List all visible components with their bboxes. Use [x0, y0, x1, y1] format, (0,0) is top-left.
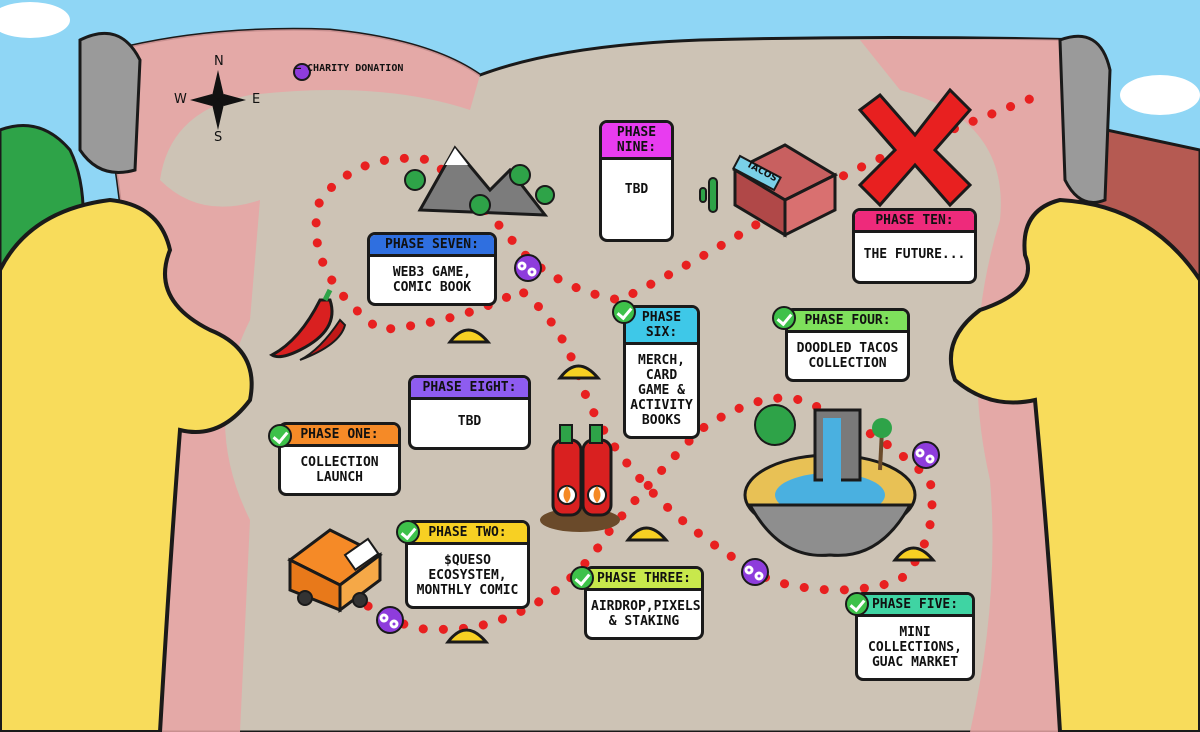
taco-shop-icon: TACOS [731, 143, 839, 238]
compass-south: S [214, 130, 223, 145]
phase-ten-card[interactable]: PHASE TEN: THE FUTURE... [852, 208, 977, 284]
phase-four-card[interactable]: PHASE FOUR: DOODLED TACOS COLLECTION [785, 308, 910, 382]
chili-pepper-icon [269, 288, 347, 361]
phase-six-title: PHASE SIX: [626, 308, 697, 345]
waterfall-island-icon [743, 404, 917, 557]
phase-one-complete-check-icon [268, 424, 292, 448]
phase-two-body: $QUESO ECOSYSTEM, MONTHLY COMIC [416, 553, 519, 598]
phase-five-complete-check-icon [845, 592, 869, 616]
hot-sauce-bottles-icon [540, 424, 620, 532]
phase-ten-title: PHASE TEN: [855, 211, 974, 233]
parchment-stain [860, 39, 1090, 732]
phase-eight-body: TBD [457, 414, 482, 429]
cloud [0, 2, 70, 38]
compass-west: W [174, 92, 187, 107]
charity-donation-icon [379, 261, 935, 629]
phase-nine-title: PHASE NINE: [602, 123, 671, 160]
mountain-icon [404, 145, 555, 217]
phase-six-body: MERCH, CARD GAME & ACTIVITY BOOKS [630, 353, 693, 428]
legend-label: — CHARITY DONATION [295, 63, 404, 74]
hand-right [948, 197, 1200, 732]
phase-one-body: COLLECTION LAUNCH [300, 455, 379, 485]
compass-east: E [252, 92, 261, 107]
phase-two-card[interactable]: PHASE TWO: $QUESO ECOSYSTEM, MONTHLY COM… [405, 520, 530, 609]
cactus-icon [699, 177, 718, 213]
phase-seven-title: PHASE SEVEN: [370, 235, 494, 257]
phase-two-complete-check-icon [396, 520, 420, 544]
scroll-roll-left [78, 31, 142, 174]
hand-left [0, 197, 254, 732]
phase-four-title: PHASE FOUR: [788, 311, 907, 333]
phase-three-body: AIRDROP,PIXELS & STAKING [591, 599, 701, 629]
compass-rose-icon [190, 70, 246, 130]
phase-three-complete-check-icon [570, 566, 594, 590]
phase-two-title: PHASE TWO: [408, 523, 527, 545]
phase-one-title: PHASE ONE: [281, 425, 398, 447]
phase-five-body: MINI COLLECTIONS, GUAC MARKET [868, 625, 962, 670]
phase-ten-body: THE FUTURE... [863, 247, 966, 262]
phase-nine-card[interactable]: PHASE NINE: TBD [599, 120, 674, 242]
taco-icon [444, 328, 937, 644]
phase-five-title: PHASE FIVE: [858, 595, 972, 617]
legend-charity-donation: — CHARITY DONATION [295, 63, 403, 74]
scroll-roll-right [1058, 34, 1112, 204]
parchment-stain [95, 29, 480, 732]
taco-truck-icon [287, 528, 383, 613]
phase-eight-title: PHASE EIGHT: [411, 378, 528, 400]
phase-six-card[interactable]: PHASE SIX: MERCH, CARD GAME & ACTIVITY B… [623, 305, 700, 439]
phase-three-title: PHASE THREE: [587, 569, 701, 591]
phase-nine-body: TBD [624, 182, 649, 197]
phase-seven-body: WEB3 GAME, COMIC BOOK [392, 265, 472, 295]
x-marks-the-spot [857, 87, 973, 208]
phase-eight-card[interactable]: PHASE EIGHT: TBD [408, 375, 531, 450]
phase-six-complete-check-icon [612, 300, 636, 324]
phase-four-complete-check-icon [772, 306, 796, 330]
phase-one-card[interactable]: PHASE ONE: COLLECTION LAUNCH [278, 422, 401, 496]
phase-three-card[interactable]: PHASE THREE: AIRDROP,PIXELS & STAKING [584, 566, 704, 640]
phase-four-body: DOODLED TACOS COLLECTION [796, 341, 899, 371]
phase-five-card[interactable]: PHASE FIVE: MINI COLLECTIONS, GUAC MARKE… [855, 592, 975, 681]
cloud [1120, 75, 1200, 115]
compass-north: N [214, 54, 224, 69]
phase-seven-card[interactable]: PHASE SEVEN: WEB3 GAME, COMIC BOOK [367, 232, 497, 306]
